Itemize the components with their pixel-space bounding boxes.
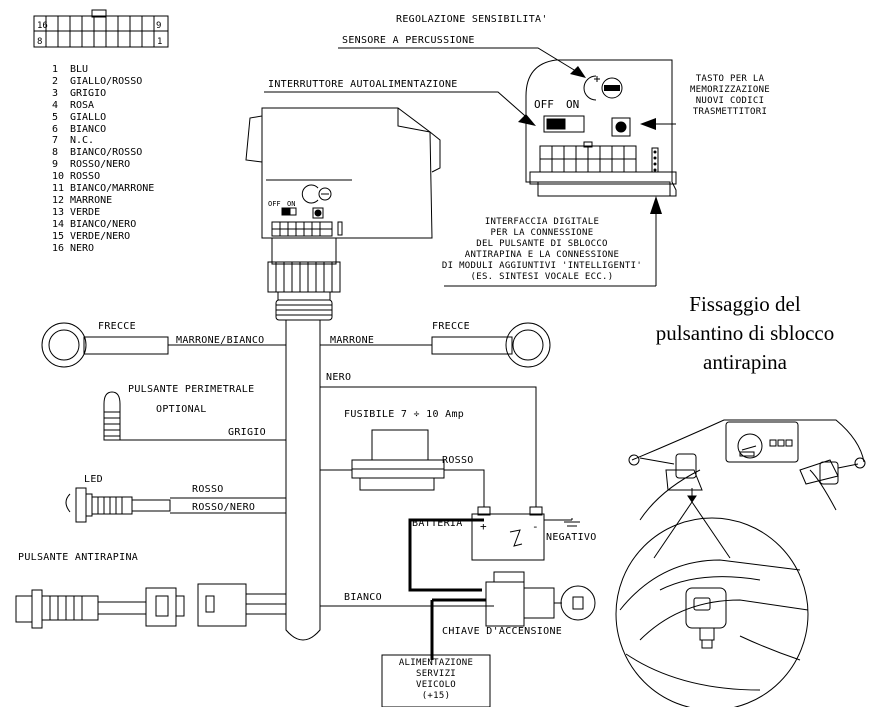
label-negativo: NEGATIVO: [546, 532, 597, 543]
unit-off-label: OFF: [268, 200, 281, 208]
label-chiave: CHIAVE D'ACCENSIONE: [442, 626, 563, 637]
label-regolazione-2: SENSORE A PERCUSSIONE: [342, 35, 475, 46]
label-rosso-nero: ROSSO/NERO: [192, 502, 256, 513]
battery-plus: +: [480, 520, 487, 533]
label-fusibile: FUSIBILE 7 ÷ 10 Amp: [344, 409, 465, 420]
label-batteria: BATTERIA: [412, 518, 463, 529]
callout-lines: [264, 47, 676, 287]
alarm-unit: [245, 107, 441, 321]
label-marrone-bianco: MARRONE/BIANCO: [176, 335, 265, 346]
led-indicator: [65, 487, 286, 523]
label-pulsante-antirapina: PULSANTE ANTIRAPINA: [18, 552, 139, 563]
pin-16-label: 16: [37, 21, 48, 31]
battery: [471, 506, 580, 561]
label-marrone: MARRONE: [330, 335, 375, 346]
antitheft-button: [15, 583, 286, 629]
pin-8-label: 8: [37, 37, 42, 47]
label-frecce-right: FRECCE: [432, 321, 470, 332]
scooter-handlebar-illustration: [615, 419, 866, 707]
label-alimentazione: ALIMENTAZIONE SERVIZI VEICOLO (+15): [398, 658, 474, 701]
wire-nero: [320, 386, 537, 507]
unit-on-label: ON: [287, 200, 295, 208]
label-interfaccia: INTERFACCIA DIGITALE PER LA CONNESSIONE …: [441, 217, 643, 282]
label-grigio: GRIGIO: [228, 427, 266, 438]
label-pulsante-perimetrale: PULSANTE PERIMETRALE: [128, 384, 255, 395]
label-optional: OPTIONAL: [156, 404, 207, 415]
label-tasto: TASTO PER LA MEMORIZZAZIONE NUOVI CODICI…: [689, 74, 771, 117]
ignition-key: [485, 571, 596, 627]
label-rosso-fuse: ROSSO: [442, 455, 474, 466]
label-led: LED: [84, 474, 103, 485]
caption-fissaggio: Fissaggio del pulsantino di sblocco anti…: [655, 292, 835, 374]
power-supply-box: [381, 654, 491, 707]
battery-cable: [408, 518, 484, 592]
pin-1-label: 1: [157, 37, 162, 47]
perimeter-button: [103, 391, 286, 441]
label-nero: NERO: [326, 372, 352, 383]
pin-9-label: 9: [156, 21, 161, 31]
fuse: [320, 429, 485, 507]
turn-signal-right: [320, 322, 551, 368]
label-rosso-led: ROSSO: [192, 484, 224, 495]
control-panel-detail: [525, 59, 677, 197]
label-bianco: BIANCO: [344, 592, 382, 603]
label-regolazione-1: REGOLAZIONE SENSIBILITA': [396, 14, 548, 25]
label-frecce-left: FRECCE: [98, 321, 136, 332]
wire-harness: [285, 320, 321, 641]
label-interruttore: INTERRUTTORE AUTOALIMENTAZIONE: [268, 79, 458, 90]
battery-minus: -: [532, 520, 539, 533]
switch-off-label: OFF: [534, 98, 554, 111]
connector-pinout: [33, 9, 169, 48]
switch-on-label: ON: [566, 98, 579, 111]
turn-signal-left: [41, 322, 286, 368]
